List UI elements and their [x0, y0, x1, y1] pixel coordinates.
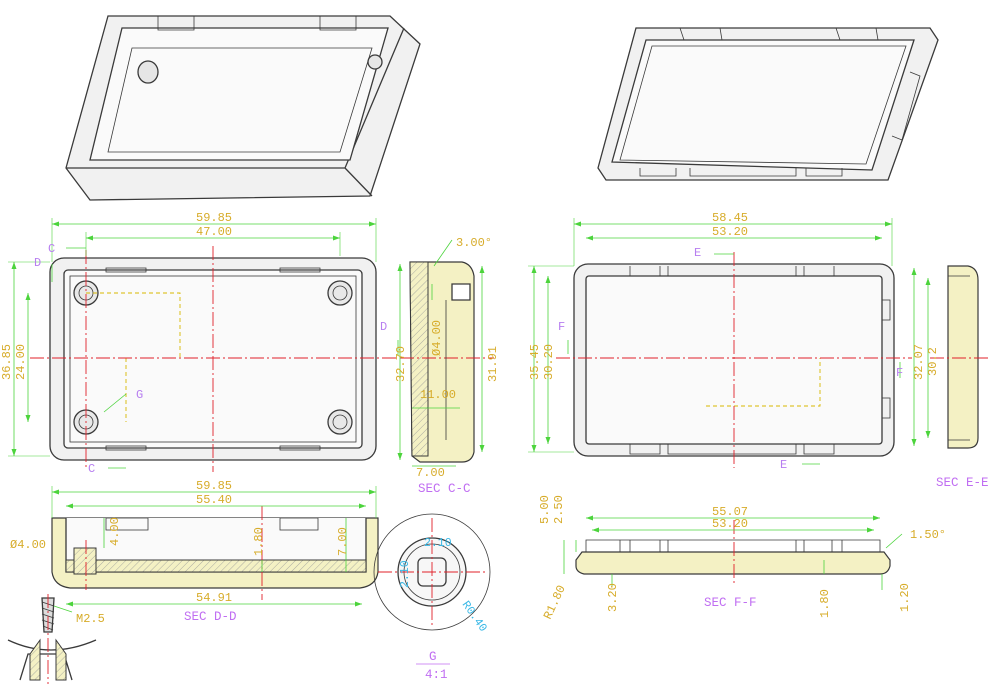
cut-label-d-right: D	[380, 320, 387, 334]
dim-right-outer-width: 58.45	[712, 211, 748, 225]
label-screw-size: M2.5	[76, 612, 105, 626]
cut-label-d-left: D	[34, 256, 41, 270]
cut-label-e-bottom: E	[780, 458, 787, 472]
dim-g-left: 2.10	[399, 560, 412, 588]
dim-left-bottom-outer: 59.85	[196, 479, 232, 493]
dim-cc-height-outer: 31.91	[486, 346, 500, 382]
dim-cc-height-inner: 32.70	[394, 346, 408, 382]
dim-ff-lip-width: 3.20	[606, 583, 620, 612]
label-detail-g: G	[429, 650, 437, 664]
dim-dd-floor: 1.80	[252, 527, 266, 556]
boss-bottom-right	[327, 409, 353, 435]
dim-ff-lip-height: 2.50	[552, 495, 566, 524]
cut-label-g: G	[136, 388, 143, 402]
cut-label-f-left: F	[558, 320, 565, 334]
dim-dd-boss-height: 4.00	[108, 517, 122, 546]
iso-view-box	[65, 15, 421, 201]
screw-detail	[7, 594, 97, 684]
dim-ff-outer-width: 55.07	[712, 505, 748, 519]
section-dd	[51, 506, 379, 600]
cut-label-f-right: F	[896, 366, 903, 380]
dim-right-plan-inner-height: 30.20	[542, 344, 556, 380]
dim-g-radius: R0.40	[459, 599, 489, 635]
dim-left-outer-width: 59.85	[196, 211, 232, 225]
plan-view-box	[30, 246, 396, 472]
boss-top-right	[327, 280, 353, 306]
dimension-lines	[8, 218, 929, 613]
dim-dd-boss-dia: Ø4.00	[10, 538, 46, 552]
dim-ff-floor: 1.80	[818, 589, 832, 618]
dim-left-inner-width: 47.00	[196, 225, 232, 239]
section-ff	[575, 520, 891, 586]
dim-ff-total-height: 5.00	[538, 495, 552, 524]
dim-cc-hole-dia: Ø4.00	[430, 320, 444, 356]
detail-g	[373, 513, 491, 631]
dim-right-plan-outer-height: 35.45	[528, 344, 542, 380]
dim-dd-edge-height: 7.00	[336, 527, 350, 556]
dimension-texts: 59.85 47.00 58.45 53.20 36.85 24.00 3.00…	[0, 211, 989, 682]
dim-ff-bottom-thickness: 1.20	[898, 583, 912, 612]
dim-ff-radius: R1.80	[541, 583, 569, 622]
label-sec-cc: SEC C-C	[418, 482, 471, 496]
dim-ff-draft-angle: 1.50°	[910, 528, 946, 542]
label-detail-g-scale: 4:1	[425, 668, 448, 682]
label-sec-dd: SEC D-D	[184, 610, 237, 624]
cut-label-c-top: C	[48, 242, 55, 256]
dim-left-plan-inner-height: 24.00	[14, 344, 28, 380]
dim-left-plan-outer-height: 36.85	[0, 344, 14, 380]
dim-ff-inner-width: 53.20	[712, 517, 748, 531]
dim-cc-wall: 7.00	[416, 466, 445, 480]
dim-ee-inner-height: 30.2	[926, 347, 940, 376]
plan-view-lid	[556, 252, 912, 468]
dim-right-inner-width: 53.20	[712, 225, 748, 239]
label-sec-ff: SEC F-F	[704, 596, 757, 610]
dim-cc-depth: 11.00	[420, 388, 456, 402]
section-cc	[400, 261, 494, 463]
cut-plane-labels: C C D D G E E F F	[34, 242, 903, 476]
dim-g-top: 2.10	[424, 537, 452, 550]
cut-label-c-bottom: C	[88, 462, 95, 476]
dim-left-bottom-inner: 55.40	[196, 493, 232, 507]
dim-cc-draft-angle: 3.00°	[456, 236, 492, 250]
label-sec-ee: SEC E-E	[936, 476, 989, 490]
iso-view-lid	[597, 27, 939, 181]
dim-left-bottom-base: 54.91	[196, 591, 232, 605]
dim-ee-outer-height: 32.07	[912, 344, 926, 380]
cut-label-e-top: E	[694, 246, 701, 260]
section-ee	[930, 265, 990, 449]
